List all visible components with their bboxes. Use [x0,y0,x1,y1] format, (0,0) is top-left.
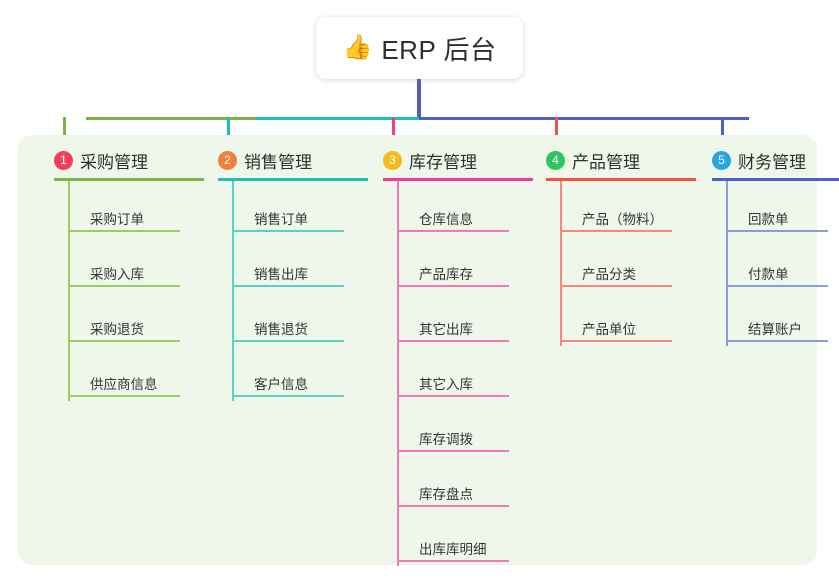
leaf-node[interactable]: 产品单位 [560,291,680,346]
leaf-label: 回款单 [748,212,789,227]
leaf-node[interactable]: 回款单 [726,181,836,236]
branch-number-badge: 1 [54,150,73,170]
leaf-label: 供应商信息 [90,377,158,392]
root-trunk-connector [417,79,421,120]
branch-spine [68,181,70,401]
branch-number-badge: 4 [546,150,565,170]
leaf-node[interactable]: 库存盘点 [397,456,517,511]
leaf-label: 结算账户 [748,322,802,337]
leaf-label: 付款单 [748,267,789,282]
leaf-underline [726,340,828,342]
branch-number-badge: 2 [218,150,237,170]
branch-header-4[interactable]: 4 产品管理 [546,145,640,175]
leaf-label: 产品库存 [419,267,473,282]
leaf-underline [68,285,180,287]
leaf-node[interactable]: 其它入库 [397,346,517,401]
leaf-underline [397,285,509,287]
branch-title: 财务管理 [738,152,806,172]
leaf-node[interactable]: 付款单 [726,236,836,291]
leaf-label: 其它出库 [419,322,473,337]
branch-spine [560,181,562,346]
leaf-label: 销售订单 [254,212,308,227]
leaf-underline [232,285,344,287]
leaf-underline [397,230,509,232]
leaf-underline [68,230,180,232]
branch-spine [397,181,399,566]
leaf-underline [232,395,344,397]
leaf-node[interactable]: 结算账户 [726,291,836,346]
leaf-node[interactable]: 采购入库 [68,236,188,291]
leaf-underline [726,285,828,287]
leaf-label: 库存调拨 [419,432,473,447]
leaf-node[interactable]: 销售退货 [232,291,352,346]
leaf-label: 采购订单 [90,212,144,227]
leaf-label: 产品（物料） [582,212,663,227]
leaf-label: 销售出库 [254,267,308,282]
leaf-label: 采购入库 [90,267,144,282]
branch-spine [726,181,728,346]
leaf-label: 仓库信息 [419,212,473,227]
bus-segment-3 [419,117,749,120]
leaf-underline [397,505,509,507]
branch-title: 产品管理 [572,152,640,172]
branch-underline [218,178,368,181]
branch-underline [54,178,204,181]
leaf-underline [726,230,828,232]
leaf-label: 库存盘点 [419,487,473,502]
leaf-underline [560,230,672,232]
branch-header-5[interactable]: 5 财务管理 [712,145,806,175]
leaf-underline [397,560,509,562]
branch-underline [712,178,839,181]
leaf-label: 客户信息 [254,377,308,392]
branches-panel: 1 采购管理采购订单采购入库采购退货供应商信息 2 销售管理销售订单销售出库销售退货客… [18,135,839,566]
root-node[interactable]: 👍 ERP 后台 [316,17,523,79]
root-title: ERP 后台 [381,34,497,65]
branch-title: 库存管理 [409,152,477,172]
leaf-underline [232,230,344,232]
leaf-underline [397,450,509,452]
leaf-label: 产品分类 [582,267,636,282]
branch-number-badge: 5 [712,150,731,170]
leaf-node[interactable]: 供应商信息 [68,346,188,401]
leaf-node[interactable]: 客户信息 [232,346,352,401]
leaf-label: 销售退货 [254,322,308,337]
leaf-node[interactable]: 库存调拨 [397,401,517,456]
leaf-label: 采购退货 [90,322,144,337]
leaf-node[interactable]: 产品（物料） [560,181,680,236]
bus-segment-1 [86,117,256,120]
leaf-node[interactable]: 仓库信息 [397,181,517,236]
leaf-underline [68,340,180,342]
leaf-underline [560,340,672,342]
leaf-node[interactable]: 产品分类 [560,236,680,291]
branch-title: 采购管理 [80,152,148,172]
leaf-label: 其它入库 [419,377,473,392]
leaf-underline [232,340,344,342]
bus-segment-2 [256,117,421,120]
leaf-node[interactable]: 采购订单 [68,181,188,236]
leaf-node[interactable]: 销售出库 [232,236,352,291]
leaf-underline [397,395,509,397]
leaf-label: 产品单位 [582,322,636,337]
branch-title: 销售管理 [244,152,312,172]
branch-number-badge: 3 [383,150,402,170]
leaf-underline [68,395,180,397]
branch-header-1[interactable]: 1 采购管理 [54,145,148,175]
thumbs-up-icon: 👍 [342,34,373,61]
leaf-node[interactable]: 采购退货 [68,291,188,346]
leaf-node[interactable]: 出库库明细 [397,511,517,566]
leaf-node[interactable]: 销售订单 [232,181,352,236]
leaf-label: 出库库明细 [419,542,487,557]
branch-spine [232,181,234,401]
leaf-underline [560,285,672,287]
branch-header-3[interactable]: 3 库存管理 [383,145,477,175]
leaf-node[interactable]: 产品库存 [397,236,517,291]
leaf-underline [397,340,509,342]
leaf-node[interactable]: 其它出库 [397,291,517,346]
branch-underline [546,178,696,181]
branch-header-2[interactable]: 2 销售管理 [218,145,312,175]
branch-underline [383,178,533,181]
